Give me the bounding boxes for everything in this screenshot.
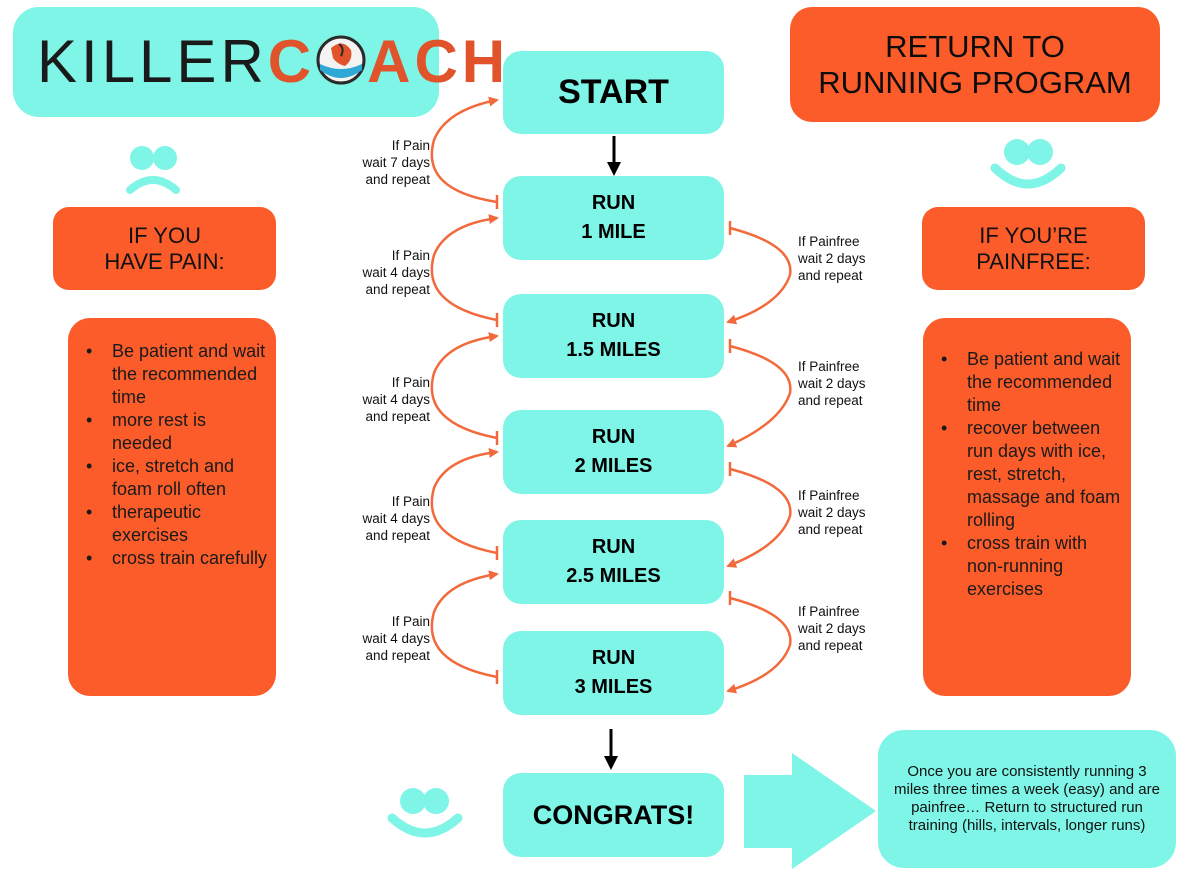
final-message-text: Once you are consistently running 3 mile…: [894, 763, 1160, 834]
note-line: If Painfree: [798, 359, 860, 374]
logo-killer: KILLER: [37, 28, 268, 95]
painfree-note: If Painfree wait 2 days and repeat: [798, 487, 898, 538]
pain-advice-item: Be patient and wait the recommended time: [82, 340, 268, 409]
note-line: wait 2 days: [798, 251, 866, 266]
note-line: wait 2 days: [798, 621, 866, 636]
painfree-advice-list: Be patient and wait the recommended time…: [937, 348, 1123, 601]
note-line: If Painfree: [798, 234, 860, 249]
logo-text: KILLERC ACH: [37, 31, 509, 93]
big-right-arrow: [744, 753, 876, 869]
note-line: wait 4 days: [362, 392, 430, 407]
pain-arrow: [430, 332, 499, 440]
pain-note: If Pain wait 4 days and repeat: [336, 374, 430, 425]
pain-arrow: [430, 96, 499, 204]
painfree-advice-item: recover between run days with ice, rest,…: [937, 417, 1123, 532]
program-title: RETURN TO RUNNING PROGRAM: [790, 7, 1160, 122]
painfree-arrow: [726, 596, 792, 694]
painfree-note: If Painfree wait 2 days and repeat: [798, 603, 898, 654]
title-line-1: RETURN TO: [885, 28, 1065, 64]
note-line: If Pain: [391, 138, 430, 153]
step-run-label: RUN: [591, 647, 636, 669]
step-distance: 3 MILES: [574, 676, 653, 698]
step-distance: 2 MILES: [574, 455, 653, 477]
note-line: If Painfree: [798, 604, 860, 619]
step-run-label: RUN: [591, 310, 636, 332]
note-line: wait 2 days: [798, 376, 866, 391]
pain-advice-item: ice, stretch and foam roll often: [82, 455, 268, 501]
step-congrats: CONGRATS!: [503, 773, 724, 857]
note-line: and repeat: [798, 638, 863, 653]
painfree-advice-panel: Be patient and wait the recommended time…: [923, 318, 1131, 696]
note-line: If Pain: [391, 614, 430, 629]
logo-coach-c: C: [267, 28, 316, 95]
step-run-1-5-miles: RUN 1.5 MILES: [503, 294, 724, 378]
step-run-1-mile: RUN 1 MILE: [503, 176, 724, 260]
sad-face-icon: [126, 146, 180, 194]
pain-note: If Pain wait 4 days and repeat: [336, 493, 430, 544]
step-distance: 1.5 MILES: [566, 339, 661, 361]
painfree-label-line-2: PAINFREE:: [976, 248, 1091, 274]
note-line: and repeat: [798, 268, 863, 283]
final-message: Once you are consistently running 3 mile…: [878, 730, 1176, 868]
step-distance: 2.5 MILES: [566, 565, 661, 587]
step-run-3-miles: RUN 3 MILES: [503, 631, 724, 715]
pain-label: IF YOU HAVE PAIN:: [53, 207, 276, 290]
note-line: If Painfree: [798, 488, 860, 503]
painfree-note: If Painfree wait 2 days and repeat: [798, 358, 898, 409]
painfree-label-line-1: IF YOU’RE: [979, 222, 1088, 248]
pain-label-line-1: IF YOU: [128, 222, 201, 248]
painfree-arrow: [726, 226, 792, 325]
step-run-label: RUN: [591, 426, 636, 448]
painfree-arrow: [726, 467, 792, 568]
step-run-2-miles: RUN 2 MILES: [503, 410, 724, 494]
pain-advice-item: therapeutic exercises: [82, 501, 268, 547]
note-line: wait 4 days: [362, 631, 430, 646]
step-run-2-5-miles: RUN 2.5 MILES: [503, 520, 724, 604]
logo-coach: C ACH: [268, 28, 509, 95]
note-line: and repeat: [365, 282, 430, 297]
pain-advice-item: cross train carefully: [82, 547, 268, 570]
note-line: wait 4 days: [362, 265, 430, 280]
painfree-note: If Painfree wait 2 days and repeat: [798, 233, 898, 284]
note-line: wait 2 days: [798, 505, 866, 520]
note-line: and repeat: [365, 172, 430, 187]
pain-advice-item: more rest is needed: [82, 409, 268, 455]
note-line: and repeat: [365, 528, 430, 543]
step-run-label: RUN: [591, 536, 636, 558]
note-line: and repeat: [798, 393, 863, 408]
note-line: and repeat: [798, 522, 863, 537]
pain-arrow: [430, 214, 499, 322]
painfree-advice-item: Be patient and wait the recommended time: [937, 348, 1123, 417]
orca-emblem: [315, 34, 367, 86]
happy-face-icon-bottom: [387, 788, 463, 838]
happy-face-icon-right: [990, 139, 1066, 189]
note-line: wait 4 days: [362, 511, 430, 526]
note-line: If Pain: [391, 375, 430, 390]
pain-arrow: [430, 570, 499, 679]
painfree-label: IF YOU’RE PAINFREE:: [922, 207, 1145, 290]
step-start: START: [503, 51, 724, 134]
step-distance: 1 MILE: [581, 221, 646, 243]
title-line-2: RUNNING PROGRAM: [818, 64, 1132, 100]
note-line: and repeat: [365, 648, 430, 663]
pain-note: If Pain wait 7 days and repeat: [336, 137, 430, 188]
note-line: If Pain: [391, 248, 430, 263]
pain-note: If Pain wait 4 days and repeat: [336, 613, 430, 664]
note-line: If Pain: [391, 494, 430, 509]
painfree-advice-item: cross train with non-running exercises: [937, 532, 1123, 601]
step-run-label: RUN: [591, 192, 636, 214]
painfree-arrow: [726, 344, 792, 448]
pain-advice-list: Be patient and wait the recommended time…: [82, 340, 268, 570]
pain-arrow: [430, 447, 499, 555]
note-line: and repeat: [365, 409, 430, 424]
logo-coach-rest: ACH: [367, 28, 510, 95]
pain-label-line-2: HAVE PAIN:: [104, 248, 225, 274]
note-line: wait 7 days: [362, 155, 430, 170]
pain-advice-panel: Be patient and wait the recommended time…: [68, 318, 276, 696]
pain-note: If Pain wait 4 days and repeat: [336, 247, 430, 298]
killercoach-logo: KILLERC ACH: [13, 7, 505, 117]
